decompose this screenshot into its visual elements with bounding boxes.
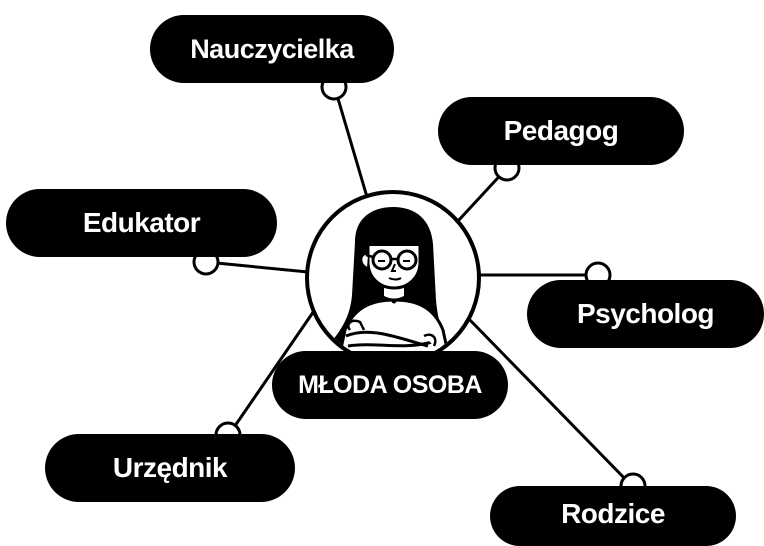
connector-line-edukator (204, 260, 310, 274)
node-label-edukator: Edukator (82, 207, 201, 238)
node-label-nauczycielka: Nauczycielka (190, 33, 354, 64)
node-label-pedagog: Pedagog (503, 115, 619, 146)
node-psycholog: Psycholog (527, 280, 764, 348)
avatar (305, 190, 481, 366)
node-label-psycholog: Psycholog (576, 298, 715, 329)
node-rodzice: Rodzice (490, 486, 736, 546)
node-pedagog: Pedagog (438, 97, 684, 165)
connector-line-nauczycielka (332, 83, 369, 199)
node-label-rodzice: Rodzice (561, 498, 665, 529)
node-urzednik: Urzędnik (45, 434, 295, 502)
node-nauczycielka: Nauczycielka (150, 15, 394, 83)
node-edukator: Edukator (6, 189, 277, 257)
center-node: MŁODA OSOBA (272, 351, 508, 419)
connector-line-urzednik (226, 306, 318, 438)
connector-line-rodzice (466, 316, 634, 488)
node-label-urzednik: Urzędnik (112, 452, 228, 483)
center-label: MŁODA OSOBA (298, 370, 482, 399)
